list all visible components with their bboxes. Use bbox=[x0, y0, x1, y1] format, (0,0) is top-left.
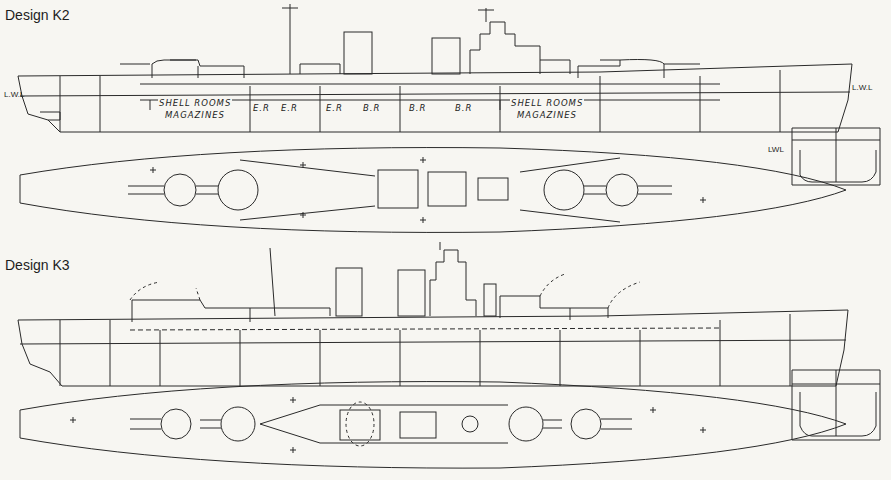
view-title: Design K3 bbox=[5, 258, 70, 272]
compartment-label: MAGAZINES bbox=[516, 111, 578, 120]
waterline-label: LWL bbox=[768, 146, 784, 154]
compartment-label: SHELL ROOMS bbox=[158, 99, 232, 108]
k3-profile bbox=[18, 242, 848, 386]
compartment-label: E.R bbox=[280, 104, 299, 113]
compartment-label: SHELL ROOMS bbox=[510, 99, 584, 108]
compartment-label: E.R bbox=[325, 104, 344, 113]
k2-section bbox=[792, 128, 880, 185]
compartment-label: E.R bbox=[252, 104, 271, 113]
waterline-label: L.W.L bbox=[852, 84, 872, 92]
k3-plan bbox=[20, 382, 846, 469]
k2-profile bbox=[18, 4, 852, 132]
waterline-label: L.W.L bbox=[4, 91, 24, 99]
compartment-label: B.R bbox=[408, 104, 427, 113]
compartment-label: B.R bbox=[362, 104, 381, 113]
k2-plan bbox=[20, 148, 846, 233]
compartment-label: B.R bbox=[454, 104, 473, 113]
k3-section bbox=[792, 370, 880, 440]
compartment-label: MAGAZINES bbox=[164, 111, 226, 120]
view-title: Design K2 bbox=[5, 8, 70, 22]
